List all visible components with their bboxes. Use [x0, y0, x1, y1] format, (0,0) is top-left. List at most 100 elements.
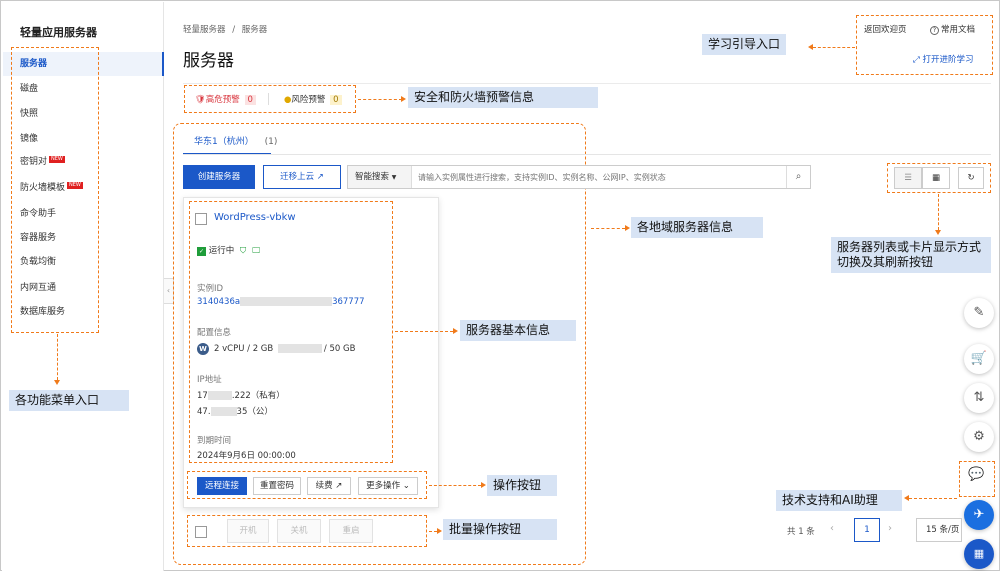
- instance-name-link[interactable]: WordPress-vbkw: [214, 212, 296, 223]
- sidebar-item[interactable]: 数据库服务: [20, 303, 160, 321]
- region-highlight: [173, 123, 586, 565]
- sidebar-item[interactable]: 容器服务: [20, 229, 160, 247]
- remote-connect-button[interactable]: 远程连接: [197, 477, 247, 495]
- sidebar-active-indicator: [3, 52, 164, 76]
- cart-icon[interactable]: 🛒: [964, 344, 994, 374]
- wordpress-icon: W: [197, 343, 209, 355]
- ip-label: IP地址: [197, 375, 222, 385]
- running-check-icon: ✓: [197, 247, 206, 256]
- migrate-button[interactable]: 迁移上云 ↗: [263, 165, 341, 189]
- sidebar-item[interactable]: 磁盘: [20, 80, 160, 98]
- sidebar-item-label: 负载均衡: [20, 257, 57, 267]
- next-page-icon[interactable]: ›: [888, 523, 892, 534]
- edit-icon[interactable]: ✎: [964, 298, 994, 328]
- sidebar-item-label: 防火墙模板: [20, 183, 66, 193]
- redaction-mask: [240, 297, 333, 306]
- new-badge: NEW: [49, 156, 65, 163]
- expire-value: 2024年9月6日 00:00:00: [197, 451, 296, 461]
- sidebar-title: 轻量应用服务器: [20, 26, 97, 39]
- list-view-icon[interactable]: ☰: [894, 167, 922, 189]
- sidebar-item[interactable]: 快照: [20, 105, 160, 123]
- redaction-mask: [277, 344, 322, 353]
- back-welcome-link[interactable]: 返回欢迎页: [864, 25, 907, 35]
- page-title: 服务器: [183, 51, 234, 71]
- callout-actions: 操作按钮: [487, 475, 557, 496]
- prev-page-icon[interactable]: ‹: [830, 523, 834, 534]
- search-input[interactable]: [413, 166, 785, 188]
- sidebar-item-label: 密钥对: [20, 157, 48, 167]
- search-mode-select[interactable]: 智能搜索 ▼: [348, 166, 412, 188]
- config-label: 配置信息: [197, 328, 232, 338]
- more-actions-button[interactable]: 更多操作 ⌄: [358, 477, 418, 495]
- monitor-icon: 🖵: [252, 246, 261, 256]
- expand-icon: ⤢: [913, 55, 920, 65]
- callout-learning: 学习引导入口: [702, 34, 787, 55]
- create-server-button[interactable]: 创建服务器: [183, 165, 255, 189]
- callout-support: 技术支持和AI助理: [776, 490, 902, 511]
- sidebar-item[interactable]: 镜像: [20, 130, 160, 148]
- breadcrumb-current: 服务器: [241, 25, 268, 35]
- sidebar-item[interactable]: 服务器: [14, 55, 164, 73]
- external-link-icon: ↗: [335, 481, 343, 491]
- search-icon[interactable]: ⌕: [786, 166, 810, 188]
- grid-view-icon[interactable]: ▦: [922, 167, 950, 189]
- refresh-icon[interactable]: ↻: [958, 167, 984, 189]
- sidebar-item-label: 内网互通: [20, 283, 57, 293]
- callout-view-toggle: 服务器列表或卡片显示方式切换及其刷新按钮: [831, 237, 991, 273]
- view-toggle-highlight: [887, 163, 991, 193]
- help-icon: ?: [930, 26, 939, 35]
- faq-link[interactable]: ?常用文档: [930, 23, 975, 35]
- security-alert[interactable]: 🛡高危预警 0: [195, 93, 256, 105]
- chat-icon[interactable]: 💬: [968, 467, 985, 482]
- breadcrumb: 轻量服务器 / 服务器: [183, 25, 268, 35]
- risk-alert[interactable]: ●风险预警 0: [284, 93, 342, 105]
- ai-assistant-icon[interactable]: ✈: [964, 500, 994, 530]
- instance-checkbox[interactable]: [195, 213, 207, 225]
- shield-alert-icon: 🛡: [195, 95, 206, 105]
- shield-icon: ⛉: [239, 246, 247, 256]
- current-page-button[interactable]: 1: [854, 518, 880, 542]
- callout-alerts: 安全和防火墙预警信息: [408, 87, 598, 108]
- external-link-icon: ↗: [316, 172, 324, 182]
- instance-status: ✓ 运行中 ⛉ 🖵: [197, 246, 261, 256]
- warning-icon: ●: [284, 95, 292, 105]
- batch-start-button[interactable]: 开机: [227, 519, 269, 543]
- apps-icon[interactable]: ▦: [964, 539, 994, 569]
- redaction-mask: [210, 407, 237, 416]
- private-ip-value: 17.222（私有）: [197, 391, 285, 401]
- pagination-total: 共 1 条: [787, 527, 815, 537]
- sidebar-item[interactable]: 命令助手: [20, 205, 160, 223]
- select-all-checkbox[interactable]: [195, 526, 207, 538]
- chevron-down-icon: ⌄: [402, 481, 410, 491]
- learning-highlight: [856, 15, 993, 75]
- alerts-highlight: [184, 85, 356, 113]
- sidebar-item[interactable]: 内网互通: [20, 279, 160, 297]
- batch-restart-button[interactable]: 重启: [329, 519, 373, 543]
- sidebar-item-label: 快照: [20, 109, 39, 119]
- actions-highlight: [187, 471, 427, 499]
- callout-menu: 各功能菜单入口: [9, 390, 129, 411]
- sidebar-item-label: 镜像: [20, 134, 39, 144]
- sidebar-item-label: 服务器: [20, 59, 48, 69]
- breadcrumb-root[interactable]: 轻量服务器: [183, 25, 226, 35]
- caret-down-icon: ▼: [391, 174, 397, 181]
- batch-stop-button[interactable]: 关机: [277, 519, 321, 543]
- tab-region-hangzhou[interactable]: 华东1（杭州） (1): [194, 137, 278, 147]
- sidebar-item-label: 命令助手: [20, 209, 57, 219]
- advanced-learning-link[interactable]: ⤢ 打开进阶学习: [913, 55, 974, 65]
- settings-icon[interactable]: ⚙: [964, 422, 994, 452]
- renew-button[interactable]: 续费 ↗: [307, 477, 351, 495]
- reset-password-button[interactable]: 重置密码: [253, 477, 301, 495]
- expire-label: 到期时间: [197, 436, 232, 446]
- basic-info-highlight: [189, 201, 393, 463]
- page-size-select[interactable]: 15 条/页: [916, 518, 962, 542]
- sidebar-item[interactable]: 负载均衡: [20, 253, 160, 271]
- sidebar-item-label: 容器服务: [20, 233, 57, 243]
- compare-icon[interactable]: ⇅: [964, 383, 994, 413]
- redaction-mask: [207, 391, 232, 400]
